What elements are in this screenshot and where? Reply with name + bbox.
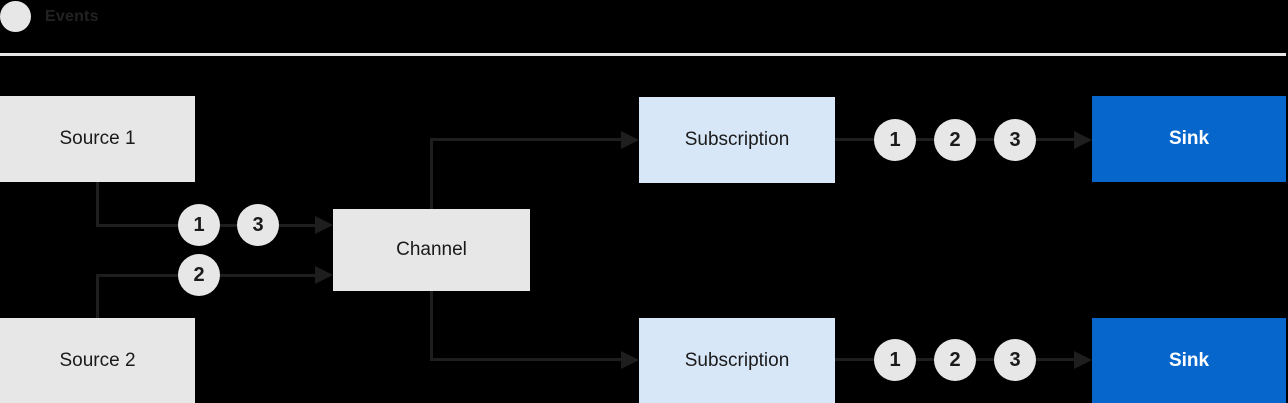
node-subscription-top: Subscription <box>639 97 835 183</box>
node-label: Sink <box>1168 128 1210 149</box>
node-label: Source 2 <box>59 349 136 371</box>
node-label: Subscription <box>684 129 790 150</box>
event-badge: 1 <box>874 119 916 161</box>
node-sink-bottom: Sink <box>1092 318 1286 403</box>
event-badge: 1 <box>178 204 220 246</box>
arrowhead-icon <box>621 351 639 369</box>
divider <box>0 53 1286 56</box>
arrowhead-icon <box>621 131 639 149</box>
arrowhead-icon <box>315 266 333 284</box>
connector-channel-to-subscription-top <box>430 138 621 141</box>
node-sink-top: Sink <box>1092 96 1286 182</box>
arrowhead-icon <box>1074 131 1092 149</box>
connector-channel-up-vertical <box>430 139 433 209</box>
event-badge: 3 <box>994 339 1036 381</box>
node-source-2: Source 2 <box>0 318 195 403</box>
node-channel: Channel <box>333 209 530 291</box>
connector-source2-vertical <box>96 274 99 318</box>
event-badge: 3 <box>237 204 279 246</box>
node-label: Subscription <box>684 349 790 371</box>
event-badge: 1 <box>874 339 916 381</box>
event-badge: 3 <box>994 119 1036 161</box>
event-badge: 2 <box>934 339 976 381</box>
node-label: Source 1 <box>59 128 136 149</box>
event-badge: 2 <box>934 119 976 161</box>
node-subscription-bottom: Subscription <box>639 318 835 403</box>
arrowhead-icon <box>1074 351 1092 369</box>
legend: Events <box>0 1 99 32</box>
node-source-1: Source 1 <box>0 96 195 182</box>
legend-label: Events <box>45 7 99 25</box>
node-label: Channel <box>396 239 467 260</box>
node-label: Sink <box>1168 349 1210 371</box>
connector-channel-down-vertical <box>430 291 433 361</box>
event-circle-icon <box>0 1 31 32</box>
connector-channel-to-subscription-bottom <box>430 358 621 361</box>
arrowhead-icon <box>315 216 333 234</box>
connector-source1-vertical <box>96 182 99 227</box>
event-badge: 2 <box>178 254 220 296</box>
